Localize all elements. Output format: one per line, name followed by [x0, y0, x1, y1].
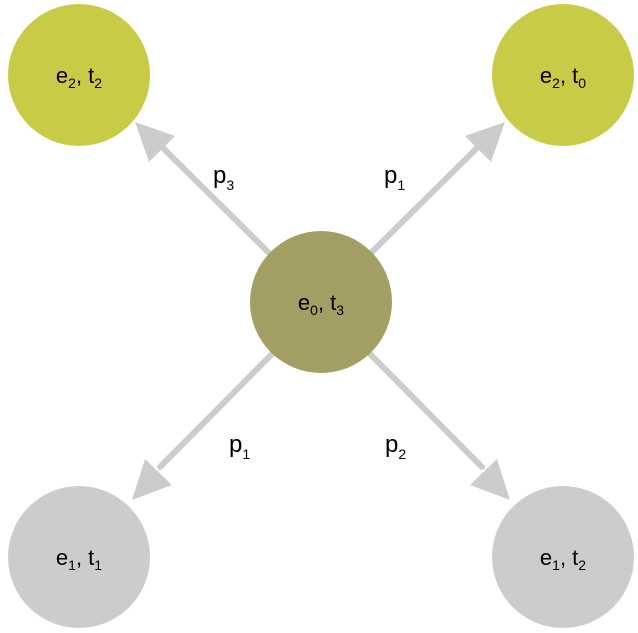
- node-circle: [492, 4, 634, 146]
- node-label: e0, t3: [298, 290, 344, 318]
- node-label: e2, t0: [540, 63, 586, 91]
- node-center: e0, t3: [250, 231, 392, 373]
- arrowhead-icon: [465, 122, 505, 162]
- edge-to-bottom-right: [367, 351, 510, 500]
- edge-to-top-right: [369, 122, 505, 255]
- node-circle: [492, 486, 634, 628]
- arrowhead-icon: [132, 459, 172, 500]
- nodes: e2, t2 e2, t0 e0, t3 e1, t1: [8, 4, 634, 628]
- node-circle: [8, 486, 150, 628]
- edge-line: [157, 142, 271, 255]
- edge-to-bottom-left: [132, 351, 275, 500]
- node-top-right: e2, t0: [492, 4, 634, 146]
- edge-label-bottom-right: p2: [385, 431, 406, 462]
- edge-to-top-left: [135, 122, 271, 255]
- node-circle: [250, 231, 392, 373]
- node-label: e1, t1: [56, 545, 102, 573]
- edge-label-bottom-left: p1: [229, 431, 250, 462]
- arrowhead-icon: [135, 122, 175, 162]
- edge-labels: p3 p1 p1 p2: [213, 162, 406, 462]
- node-top-left: e2, t2: [8, 4, 150, 146]
- arrowhead-icon: [470, 459, 510, 500]
- edge-line: [157, 351, 275, 470]
- node-bottom-left: e1, t1: [8, 486, 150, 628]
- edge-line: [367, 351, 485, 470]
- node-label: e1, t2: [540, 545, 586, 573]
- edges: [132, 122, 510, 500]
- node-label: e2, t2: [56, 63, 102, 91]
- edge-label-top-right: p1: [384, 162, 405, 193]
- edge-line: [369, 142, 483, 255]
- node-circle: [8, 4, 150, 146]
- edge-label-top-left: p3: [213, 162, 234, 193]
- node-bottom-right: e1, t2: [492, 486, 634, 628]
